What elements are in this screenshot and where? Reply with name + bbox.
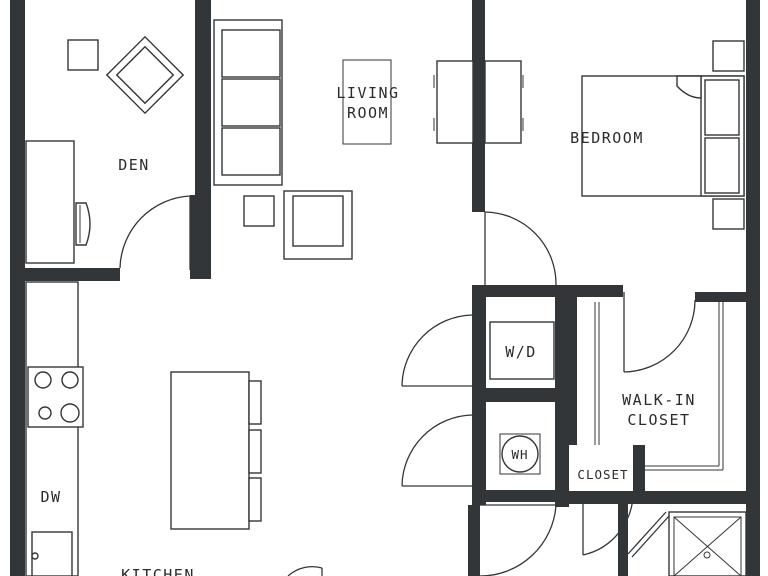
laundry-lower-wall bbox=[472, 402, 485, 487]
washer-dryer-unit bbox=[489, 321, 555, 380]
living-room-label-line1: LIVING bbox=[336, 84, 399, 102]
shower bbox=[627, 511, 747, 576]
living-tv-stand bbox=[342, 59, 392, 145]
kitchen-island bbox=[170, 371, 250, 530]
den-kitchen-wall bbox=[10, 268, 120, 281]
bath-right-wall bbox=[618, 504, 628, 576]
washer-dryer-label: W/D bbox=[505, 343, 537, 361]
walkin-left-wall bbox=[569, 297, 577, 445]
kitchen-label: KITCHEN bbox=[121, 566, 195, 576]
den-desk-chair bbox=[75, 202, 91, 246]
living-room-label-line2: ROOM bbox=[347, 104, 389, 122]
den-door-jamb bbox=[190, 195, 204, 279]
bedroom-nightstand-bottom bbox=[712, 198, 745, 230]
outer-right-wall bbox=[746, 0, 760, 576]
closet-label: CLOSET bbox=[577, 467, 628, 482]
kitchen-sink bbox=[31, 531, 73, 576]
den-desk bbox=[25, 140, 75, 264]
bedroom-bottom-wall bbox=[473, 285, 623, 297]
living-bedroom-wall bbox=[472, 0, 485, 212]
laundry-bottom-wall bbox=[472, 490, 569, 502]
bed-sheet-fold bbox=[676, 75, 702, 99]
bath-wall bbox=[468, 505, 480, 576]
walls bbox=[10, 0, 760, 576]
den-label: DEN bbox=[118, 156, 150, 174]
water-heater-label: WH bbox=[511, 447, 528, 462]
walk-in-closet-label-line1: WALK-IN bbox=[622, 391, 696, 409]
walk-in-closet-label-line2: CLOSET bbox=[627, 411, 690, 429]
living-armchair bbox=[283, 190, 353, 260]
room-labels: DEN LIVING ROOM BEDROOM WALK-IN CLOSET C… bbox=[40, 84, 696, 576]
den-furniture bbox=[25, 35, 185, 264]
dishwasher-label: DW bbox=[40, 488, 61, 506]
bedroom-furniture bbox=[581, 40, 745, 230]
living-side-table bbox=[243, 195, 275, 227]
closet-right-wall bbox=[633, 445, 645, 491]
pillow-bottom bbox=[704, 137, 740, 194]
shower-base bbox=[668, 511, 747, 576]
stool-1 bbox=[248, 380, 262, 425]
living-furniture bbox=[213, 19, 524, 260]
dining-table-left bbox=[436, 60, 474, 144]
kitchen-counter bbox=[25, 281, 79, 576]
den-side-table bbox=[67, 39, 99, 71]
dining-table-right bbox=[484, 60, 522, 144]
den-armchair bbox=[105, 35, 185, 115]
water-heater-box bbox=[499, 433, 541, 475]
pillow-top bbox=[704, 79, 740, 136]
bedroom-label: BEDROOM bbox=[570, 129, 644, 147]
door-swings bbox=[119, 195, 696, 576]
stool-3 bbox=[248, 477, 262, 522]
bedroom-nightstand-top bbox=[712, 40, 745, 72]
outer-left-wall bbox=[10, 0, 25, 576]
closet-top-wall bbox=[695, 292, 750, 302]
kitchen bbox=[25, 281, 262, 576]
walkin-bottom-wall bbox=[569, 491, 750, 504]
water-heater-tank bbox=[501, 435, 539, 473]
stool-2 bbox=[248, 429, 262, 474]
laundry-mid-wall bbox=[472, 388, 569, 402]
utilities bbox=[489, 321, 555, 475]
closet-rails bbox=[594, 302, 724, 471]
